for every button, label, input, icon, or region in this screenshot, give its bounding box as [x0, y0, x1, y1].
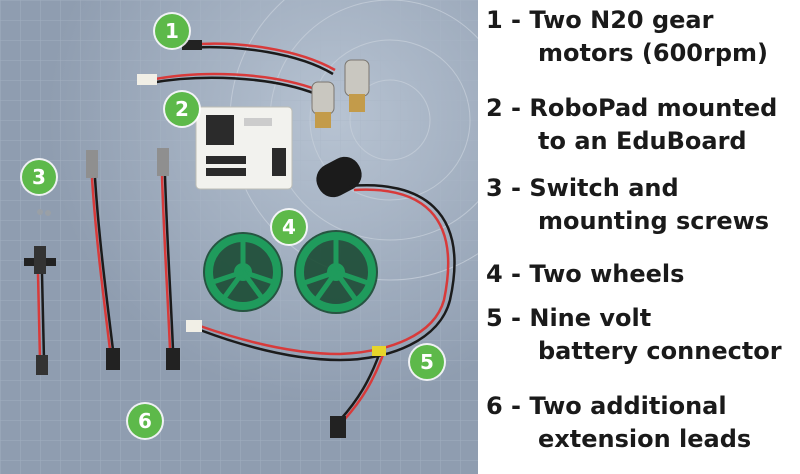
- badge-6: 6: [128, 404, 162, 438]
- legend-item-2: 2 - RoboPad mounted to an EduBoard: [486, 92, 798, 158]
- wheels: [203, 230, 378, 314]
- badge-1: 1: [155, 14, 189, 48]
- legend-item-2-line2: to an EduBoard: [538, 127, 747, 155]
- badge-4: 4: [272, 210, 306, 244]
- badge-2: 2: [165, 92, 199, 126]
- badge-5: 5: [410, 345, 444, 379]
- legend-panel: 1 - Two N20 gear motors (600rpm) 2 - Rob…: [478, 0, 800, 474]
- components-photo: 1 2 3 4 5 6: [0, 0, 478, 474]
- legend-item-6: 6 - Two additional extension leads: [486, 390, 798, 456]
- photo-illustration: [0, 0, 478, 474]
- legend-item-3-line2: mounting screws: [538, 207, 770, 235]
- extension-leads: [86, 148, 180, 370]
- legend-item-1-line2: motors (600rpm): [538, 39, 768, 67]
- legend-item-5-line1: 5 - Nine volt: [486, 304, 652, 332]
- legend-item-4-line1: 4 - Two wheels: [486, 260, 685, 288]
- battery-connector: [186, 156, 456, 438]
- legend-item-3-line1: 3 - Switch and: [486, 174, 679, 202]
- legend-item-6-line1: 6 - Two additional: [486, 392, 727, 420]
- legend-item-6-line2: extension leads: [538, 425, 752, 453]
- legend-item-4: 4 - Two wheels: [486, 258, 798, 291]
- legend-item-5-line2: battery connector: [538, 337, 782, 365]
- legend-item-1: 1 - Two N20 gear motors (600rpm): [486, 4, 798, 70]
- robopad-board: [195, 106, 293, 190]
- legend-item-3: 3 - Switch and mounting screws: [486, 172, 798, 238]
- switch-and-screws: [24, 209, 56, 375]
- legend-item-1-line1: 1 - Two N20 gear: [486, 6, 714, 34]
- gear-motors: [137, 40, 370, 128]
- legend-item-2-line1: 2 - RoboPad mounted: [486, 94, 778, 122]
- badge-3: 3: [22, 160, 56, 194]
- legend-item-5: 5 - Nine volt battery connector: [486, 302, 798, 368]
